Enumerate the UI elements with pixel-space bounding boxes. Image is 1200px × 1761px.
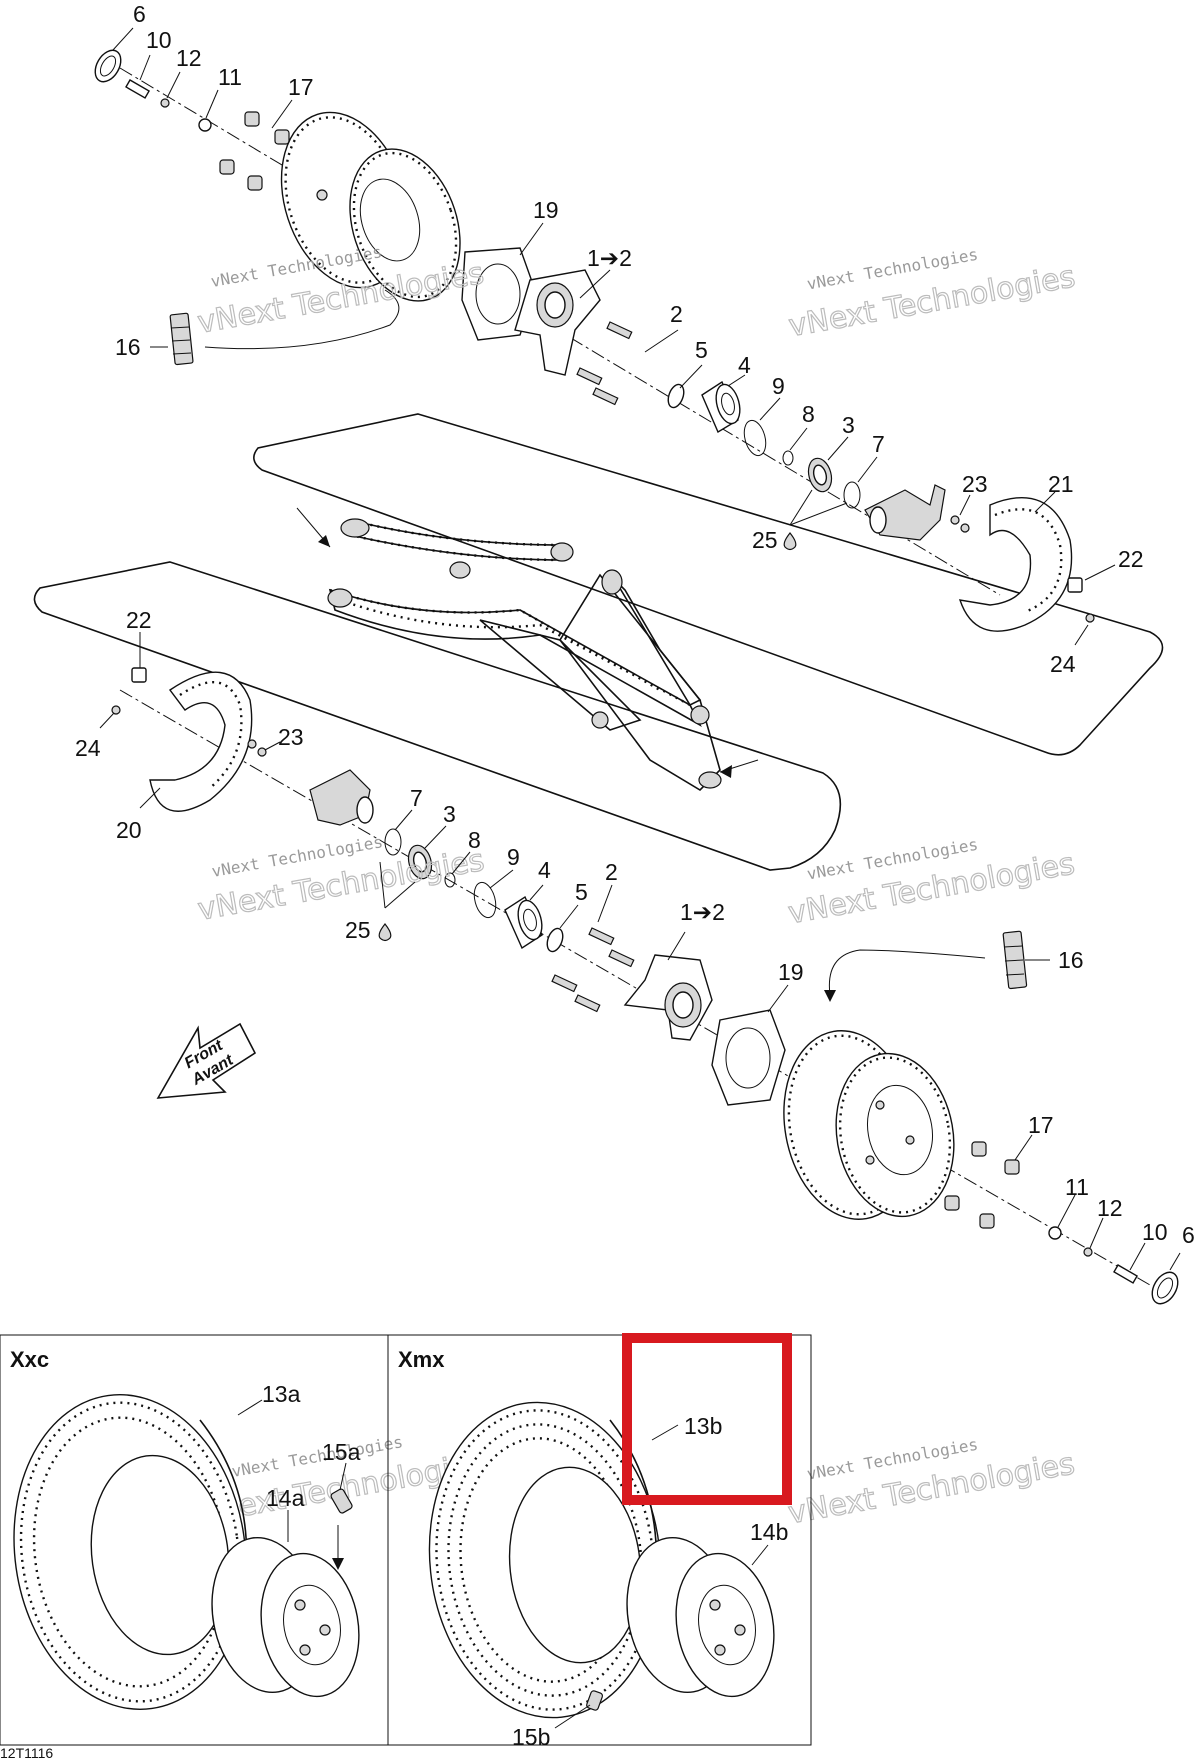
callout-top-16: 16 <box>115 334 141 360</box>
lower-callout-outline <box>33 561 842 871</box>
callout-top-17: 17 <box>288 74 314 100</box>
callout-top-11: 11 <box>218 64 242 90</box>
callout-bottom-23: 23 <box>278 724 304 750</box>
callout-bottom-20: 20 <box>116 817 142 843</box>
callout-top-5: 5 <box>695 337 708 363</box>
panel-title-xxc: Xxc <box>10 1347 49 1372</box>
callout-top-12: 12 <box>176 45 202 71</box>
callout-bottom-4: 4 <box>538 857 551 883</box>
callout-top-21: 21 <box>1048 471 1074 497</box>
bottom-callouts: 22 24 23 20 7 3 8 9 4 5 2 25 1➔2 19 16 1… <box>75 607 1195 1271</box>
callout-bottom-11: 11 <box>1065 1174 1089 1200</box>
highlight-box-13b <box>622 1333 792 1505</box>
top-gasket-part <box>461 247 536 341</box>
callout-bottom-10: 10 <box>1142 1219 1168 1245</box>
callout-top-10: 10 <box>146 27 172 53</box>
bottom-gasket-part <box>711 1009 786 1106</box>
top-callouts: 6 10 12 11 17 19 1➔2 2 16 5 4 9 8 3 7 25… <box>112 1 1144 677</box>
label-13b: 13b <box>684 1413 722 1439</box>
drawing-code: 12T1116 <box>0 1745 53 1761</box>
callout-top-1to2: 1➔2 <box>587 245 632 271</box>
callout-bottom-1to2: 1➔2 <box>680 899 725 925</box>
bottom-hub-cap-part <box>1151 1271 1179 1305</box>
bottom-brake-disc-part <box>149 671 253 812</box>
callout-bottom-7: 7 <box>410 785 423 811</box>
top-balance-weight-part <box>169 312 194 366</box>
callout-top-25: 25 <box>752 527 778 553</box>
callout-bottom-3: 3 <box>443 801 456 827</box>
top-hub-assembly <box>94 49 1095 632</box>
bottom-hub-assembly <box>111 667 1179 1305</box>
xxc-rim <box>211 1536 360 1698</box>
callout-top-4: 4 <box>738 352 751 378</box>
bottom-balance-weight-part <box>1002 930 1028 990</box>
upper-callout-outline <box>253 413 1164 756</box>
panel-title-xmx: Xmx <box>398 1347 445 1372</box>
callout-bottom-16: 16 <box>1058 947 1084 973</box>
a-arm-group <box>33 413 1164 871</box>
label-14b: 14b <box>750 1519 788 1545</box>
callout-top-22: 22 <box>1118 546 1144 572</box>
xxc-tire <box>13 1394 248 1710</box>
upper-a-arm <box>329 518 691 707</box>
callout-bottom-9: 9 <box>507 844 520 870</box>
label-14a: 14a <box>266 1485 305 1511</box>
label-15a: 15a <box>322 1439 361 1465</box>
callout-bottom-25: 25 <box>345 917 371 943</box>
callout-top-24: 24 <box>1050 651 1076 677</box>
callout-bottom-19: 19 <box>778 959 804 985</box>
xmx-tire <box>428 1401 662 1719</box>
callout-top-7: 7 <box>872 431 885 457</box>
callout-bottom-5: 5 <box>575 879 588 905</box>
callout-top-23: 23 <box>962 471 988 497</box>
callout-bottom-17: 17 <box>1028 1112 1054 1138</box>
callout-bottom-6: 6 <box>1182 1222 1195 1248</box>
variant-panels: Xxc 13a 15a 14a Xmx <box>0 1333 812 1750</box>
callout-top-2: 2 <box>670 301 683 327</box>
callout-bottom-24: 24 <box>75 735 101 761</box>
top-brake-disc-part <box>958 496 1073 632</box>
label-13a: 13a <box>262 1381 301 1407</box>
callout-bottom-12: 12 <box>1097 1195 1123 1221</box>
callout-top-8: 8 <box>802 401 815 427</box>
panel-frame <box>0 1334 812 1746</box>
callout-bottom-22: 22 <box>126 607 152 633</box>
front-direction-arrow: Front Avant <box>156 1022 257 1099</box>
callout-bottom-8: 8 <box>468 827 481 853</box>
label-15b: 15b <box>512 1724 550 1750</box>
callout-top-9: 9 <box>772 373 785 399</box>
callout-top-3: 3 <box>842 412 855 438</box>
callout-top-19: 19 <box>533 197 559 223</box>
hub-cap-part <box>94 49 122 83</box>
callout-top-6: 6 <box>133 1 146 27</box>
xmx-rim <box>626 1536 775 1698</box>
callout-bottom-2: 2 <box>605 859 618 885</box>
